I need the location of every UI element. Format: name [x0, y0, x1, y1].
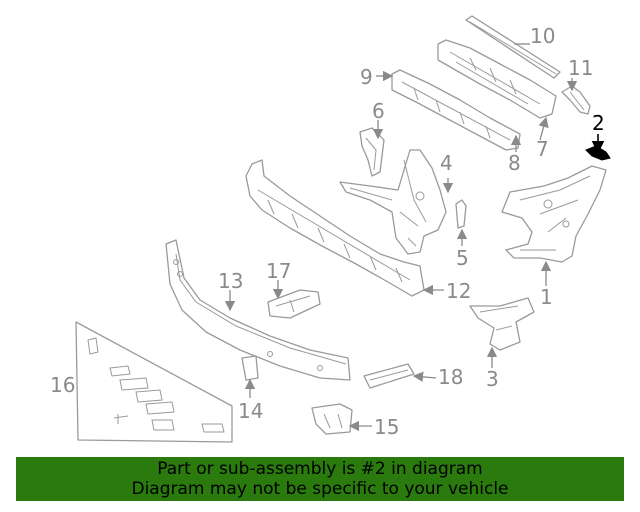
- callout-5: 5: [456, 246, 469, 270]
- callout-13: 13: [218, 269, 243, 293]
- part-3-shape: [469, 297, 535, 351]
- part-10-shape: [465, 15, 561, 79]
- callout-7: 7: [536, 137, 549, 161]
- callout-11: 11: [568, 56, 593, 80]
- part-7-shape: [437, 39, 557, 119]
- callout-16: 16: [50, 373, 75, 397]
- callout-1: 1: [540, 285, 553, 309]
- callout-2: 2: [592, 111, 605, 135]
- part-14-shape: [241, 355, 259, 381]
- callout-4: 4: [440, 151, 453, 175]
- callout-14: 14: [238, 399, 263, 423]
- callout-6: 6: [372, 99, 385, 123]
- parts-diagram: 10 11 2 9 6 7 8 4 5 1 12 17 13 3 18 16 1…: [50, 15, 611, 443]
- callout-18: 18: [438, 365, 463, 389]
- callout-8: 8: [508, 151, 521, 175]
- part-4-shape: [339, 149, 447, 255]
- callout-9: 9: [360, 65, 373, 89]
- callout-12: 12: [446, 279, 471, 303]
- callout-10: 10: [530, 24, 555, 48]
- part-15-shape: [311, 403, 353, 435]
- part-5-shape: [455, 199, 467, 229]
- part-6-shape: [359, 127, 385, 177]
- part-1-shape: [501, 165, 607, 263]
- part-11-shape: [561, 85, 591, 115]
- callout-3: 3: [486, 367, 499, 391]
- banner-line-2: Diagram may not be specific to your vehi…: [131, 479, 509, 499]
- info-banner: Part or sub-assembly is #2 in diagram Di…: [16, 457, 624, 501]
- part-9-shape: [391, 69, 521, 151]
- callout-15: 15: [374, 415, 399, 439]
- part-18-shape: [363, 363, 415, 389]
- part-17-shape: [267, 289, 321, 319]
- part-16-shape: [75, 321, 233, 443]
- banner-line-1: Part or sub-assembly is #2 in diagram: [157, 459, 483, 479]
- callout-17: 17: [266, 259, 291, 283]
- part-13-shape: [165, 239, 351, 381]
